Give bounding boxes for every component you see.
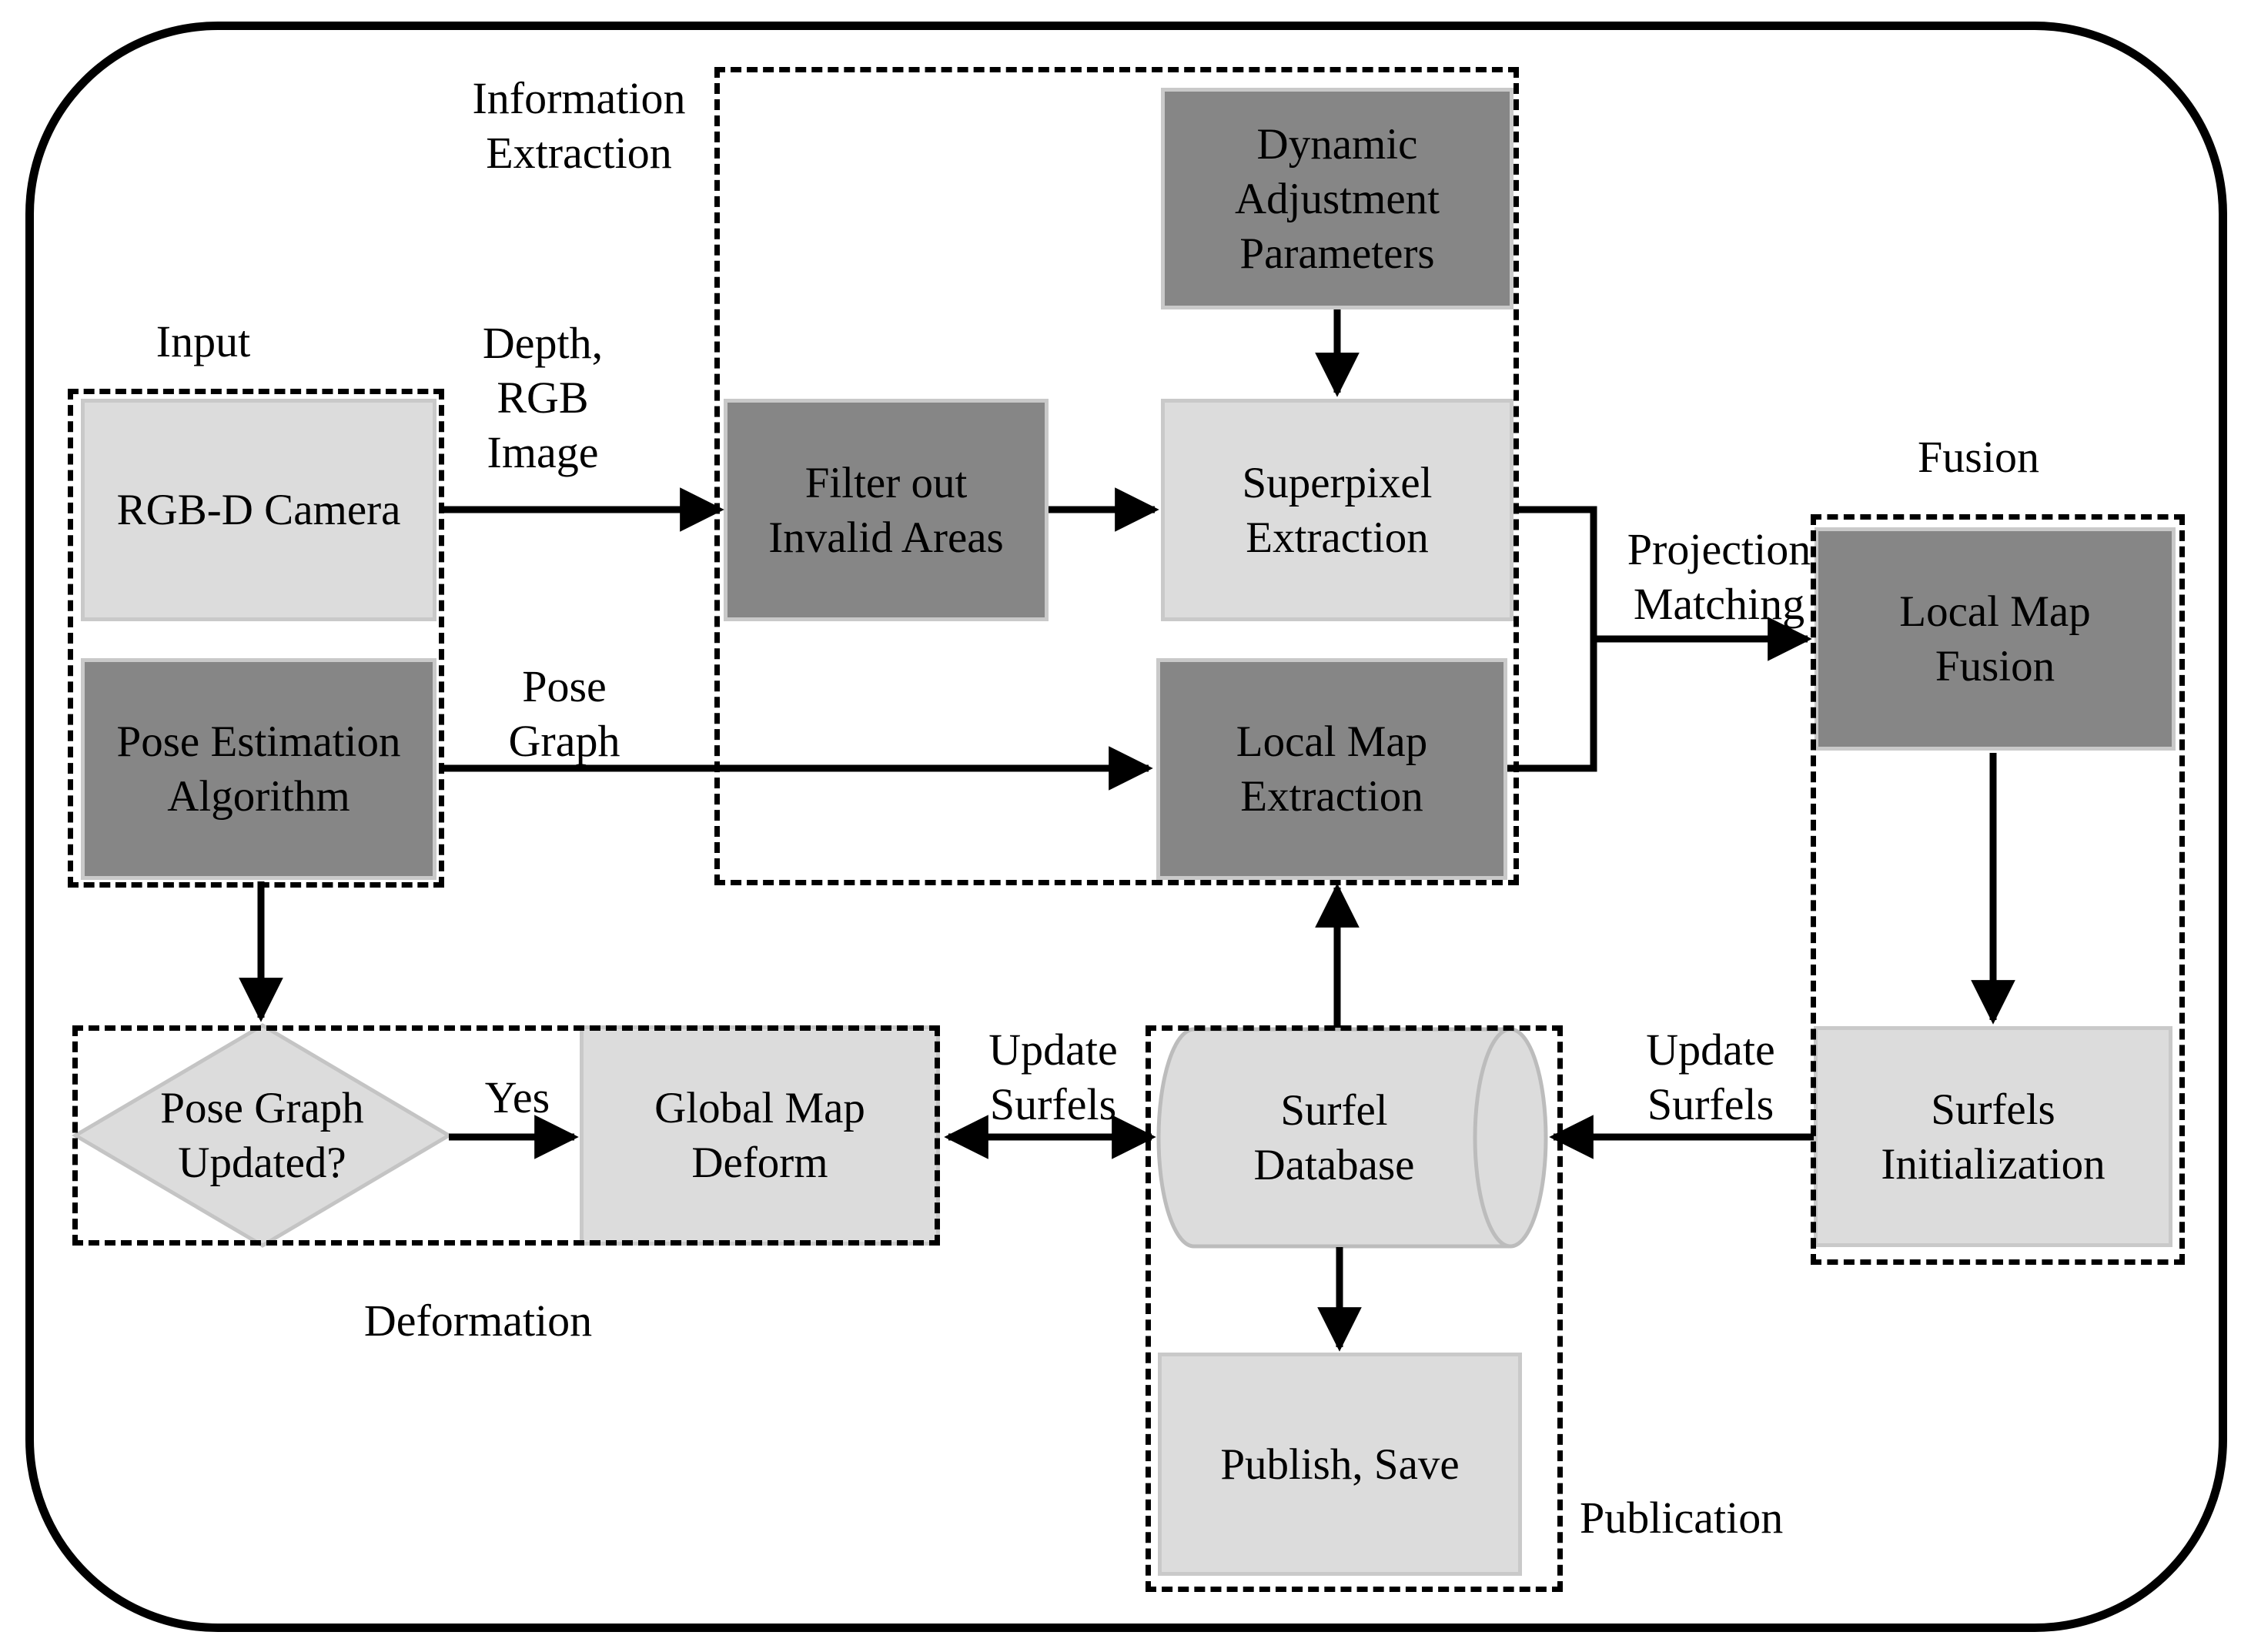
node-pose-graph-updated-label: Pose Graph Updated?	[160, 1084, 364, 1187]
connector-merge-bracket	[1507, 506, 1597, 772]
edge-label-projection-matching: Projection Matching	[1627, 524, 1811, 629]
section-publication-label: Publication	[1580, 1493, 1784, 1543]
node-pose-estimation: Pose Estimation Algorithm	[81, 658, 436, 880]
node-local-map-extraction: Local Map Extraction	[1156, 658, 1507, 880]
node-rgbd-camera: RGB-D Camera	[81, 399, 436, 621]
node-local-map-fusion-label: Local Map Fusion	[1899, 587, 2091, 691]
node-rgbd-camera-label: RGB-D Camera	[116, 486, 401, 534]
node-filter-invalid: Filter out Invalid Areas	[724, 399, 1049, 621]
node-pose-estimation-label: Pose Estimation Algorithm	[116, 717, 401, 821]
node-publish-save-label: Publish, Save	[1220, 1440, 1460, 1489]
edge-label-update-surfels-right: Update Surfels	[1646, 1025, 1775, 1129]
section-information-extraction-box	[714, 67, 1519, 885]
section-deformation-label: Deformation	[363, 1296, 593, 1346]
node-global-map-deform: Global Map Deform	[580, 1025, 940, 1246]
edge-label-depth-rgb-image: Depth, RGB Image	[482, 318, 604, 477]
edge-label-pose-graph: Pose Graph	[508, 661, 620, 766]
node-superpixel-extraction: Superpixel Extraction	[1161, 399, 1513, 621]
outer-frame	[25, 22, 2227, 1632]
section-fusion-label: Fusion	[1918, 432, 2039, 482]
node-surfel-database-label: Surfel Database	[1253, 1086, 1415, 1189]
surfel-database-cylinder-cap-arc	[1473, 1027, 1511, 1249]
edge-label-yes: Yes	[484, 1072, 550, 1122]
node-local-map-fusion: Local Map Fusion	[1815, 527, 2176, 751]
node-superpixel-extraction-label: Superpixel Extraction	[1242, 458, 1433, 562]
section-publication-box	[1146, 1025, 1563, 1592]
node-surfels-initialization: Surfels Initialization	[1814, 1026, 2172, 1247]
section-fusion-box	[1811, 514, 2185, 1265]
node-publish-save: Publish, Save	[1158, 1353, 1522, 1576]
node-dynamic-adjustment-label: Dynamic Adjustment Parameters	[1235, 119, 1440, 278]
section-deformation-box	[72, 1025, 940, 1246]
section-information-extraction-label: Information Extraction	[472, 73, 686, 178]
pose-graph-updated-diamond	[72, 1023, 453, 1248]
section-input-box	[68, 389, 444, 888]
node-dynamic-adjustment: Dynamic Adjustment Parameters	[1161, 88, 1513, 309]
node-surfels-initialization-label: Surfels Initialization	[1881, 1085, 2106, 1189]
section-input-label: Input	[156, 316, 251, 366]
node-filter-invalid-label: Filter out Invalid Areas	[768, 458, 1004, 562]
edge-label-update-surfels-left: Update Surfels	[988, 1025, 1118, 1129]
node-local-map-extraction-label: Local Map Extraction	[1236, 717, 1428, 821]
node-global-map-deform-label: Global Map Deform	[654, 1084, 865, 1187]
